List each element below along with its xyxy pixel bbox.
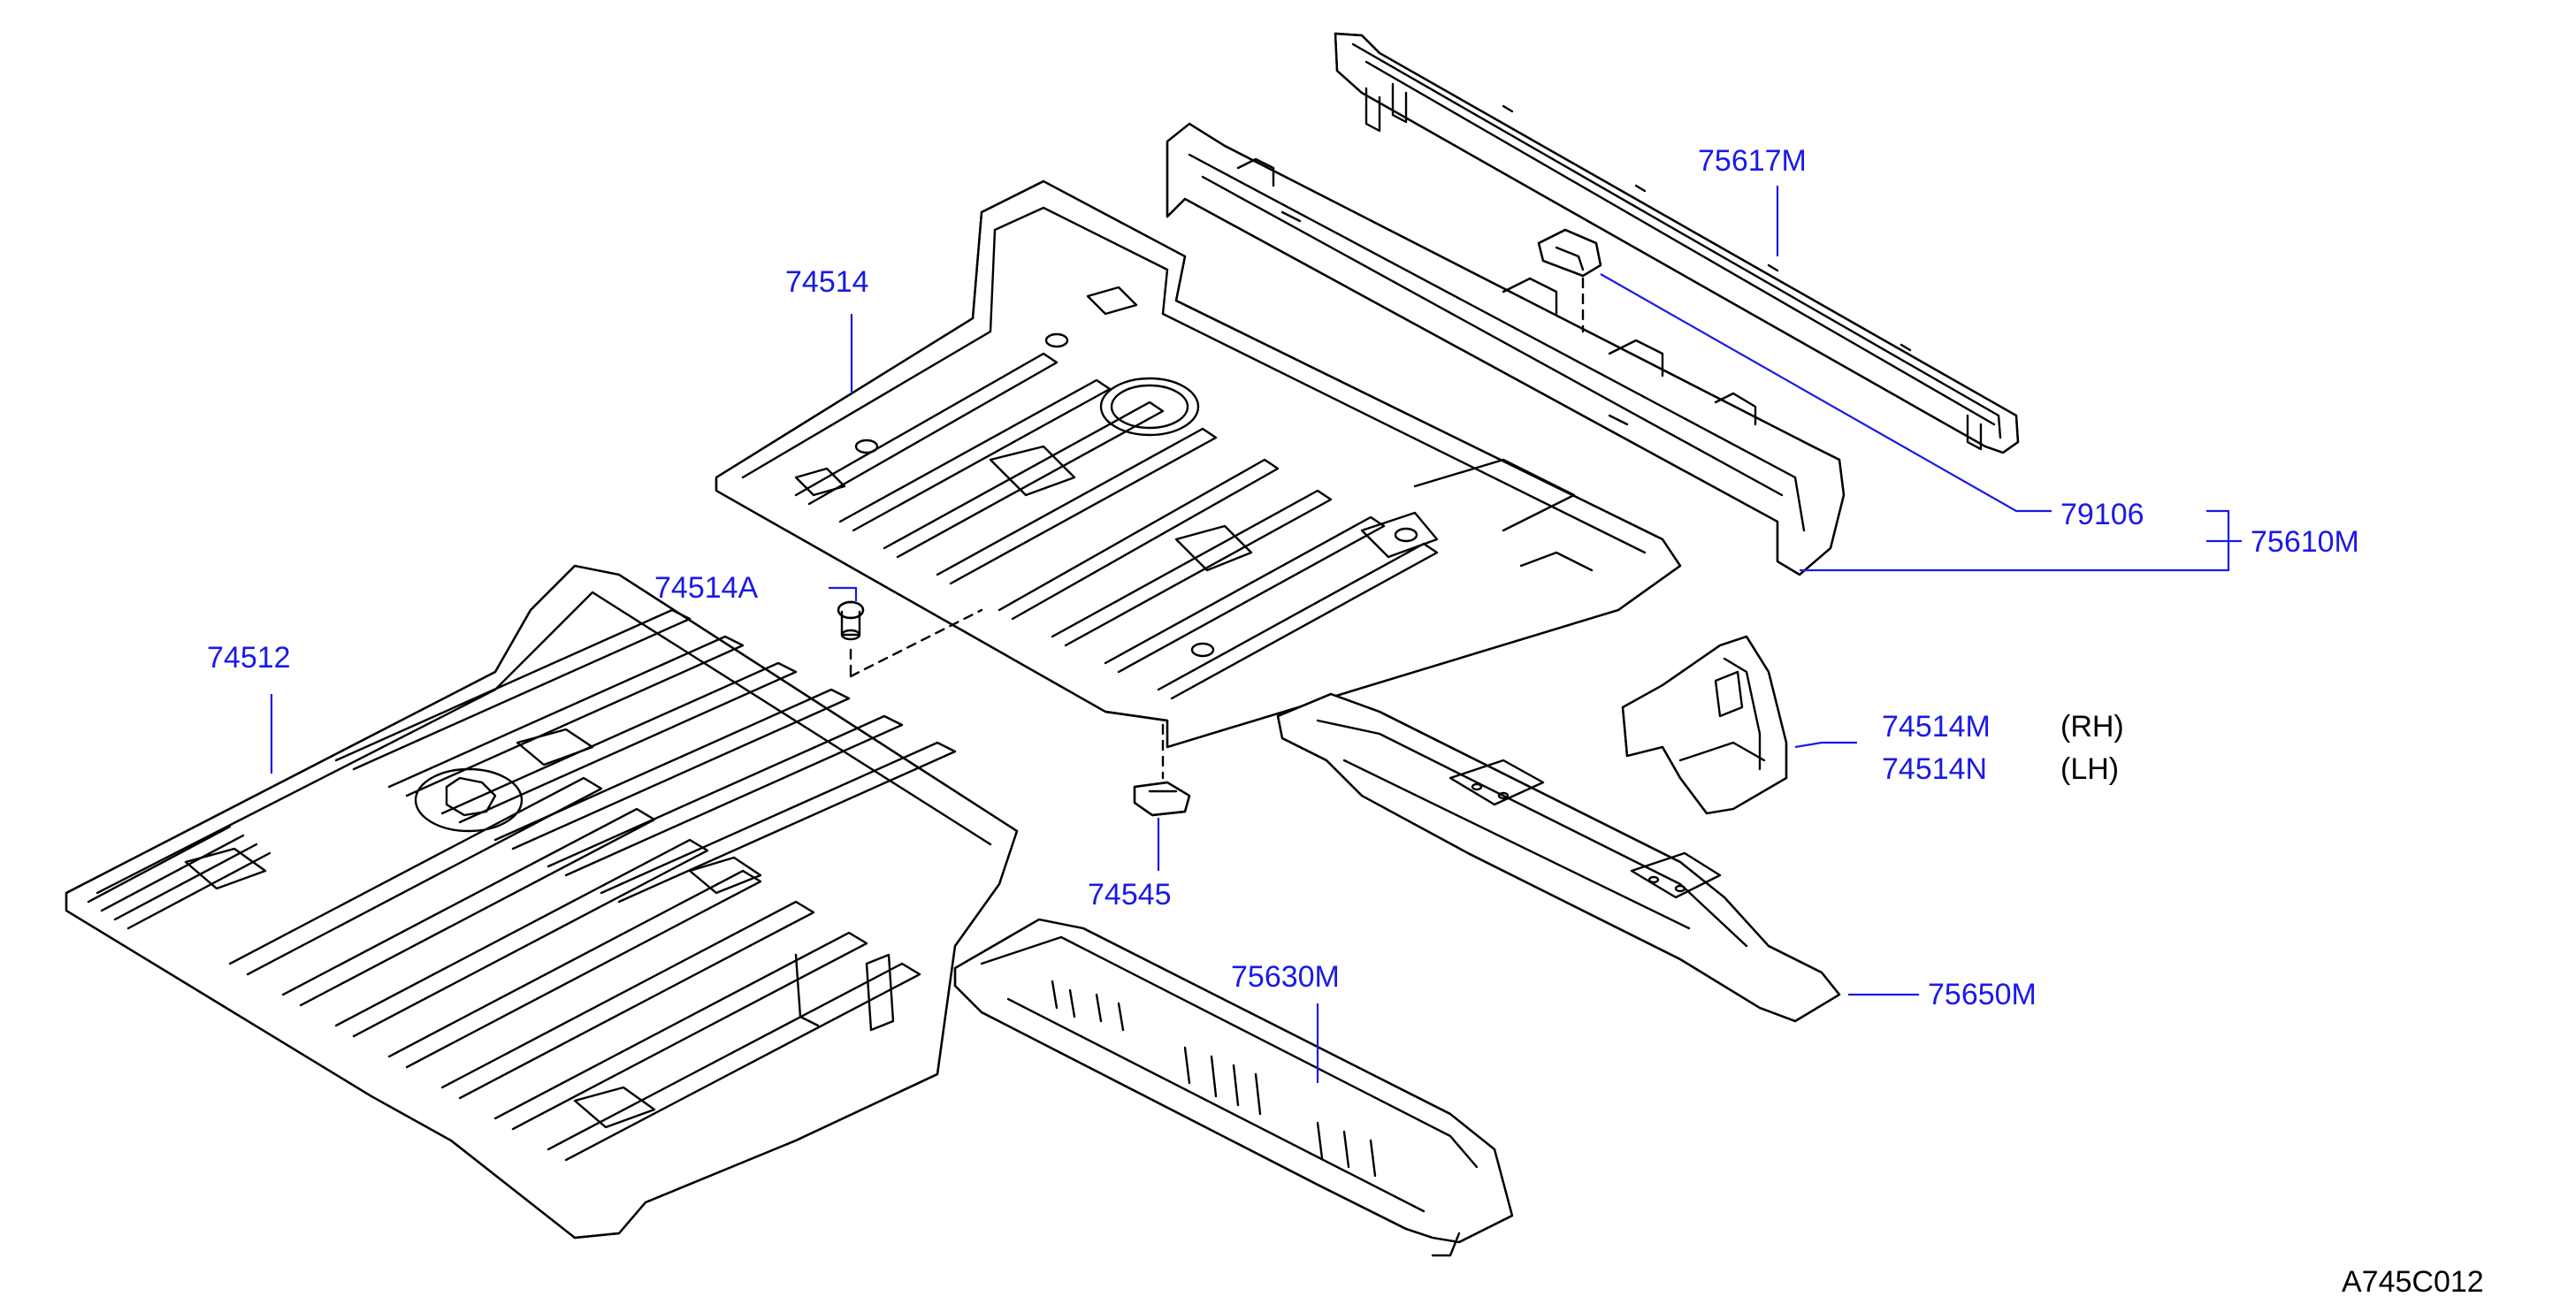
label-74514a[interactable]: 74514A [654,571,759,605]
label-75610m[interactable]: 75610M [2251,525,2359,559]
label-74514m[interactable]: 74514M [1882,710,1991,744]
label-79106[interactable]: 79106 [2060,498,2144,531]
part-75650m-drawing[interactable] [1276,692,1841,1023]
label-74512[interactable]: 74512 [207,641,291,675]
label-75650m[interactable]: 75650M [1928,978,2037,1011]
part-74514a-drawing[interactable] [837,600,983,678]
label-74514m-side: (RH) [2060,710,2124,744]
part-75617m-drawing[interactable] [1334,32,2020,454]
label-74545[interactable]: 74545 [1088,878,1172,912]
label-74514[interactable]: 74514 [785,265,869,299]
part-79106-drawing[interactable] [1537,228,1602,333]
leader-lines [270,186,2242,1083]
part-75610m-drawing[interactable] [1166,122,1846,576]
label-74514n-side: (LH) [2060,752,2120,786]
label-75630m[interactable]: 75630M [1231,960,1340,994]
diagram-code: A745C012 [2342,1265,2484,1299]
part-75630m-drawing[interactable] [953,918,1514,1257]
part-74512-drawing[interactable] [65,564,1019,1240]
label-75617m[interactable]: 75617M [1698,144,1807,178]
label-74514n[interactable]: 74514N [1882,752,1988,786]
part-74514m-drawing[interactable] [1621,635,1788,815]
part-74545-drawing[interactable] [1133,723,1191,817]
part-74514-drawing[interactable] [715,179,1682,749]
